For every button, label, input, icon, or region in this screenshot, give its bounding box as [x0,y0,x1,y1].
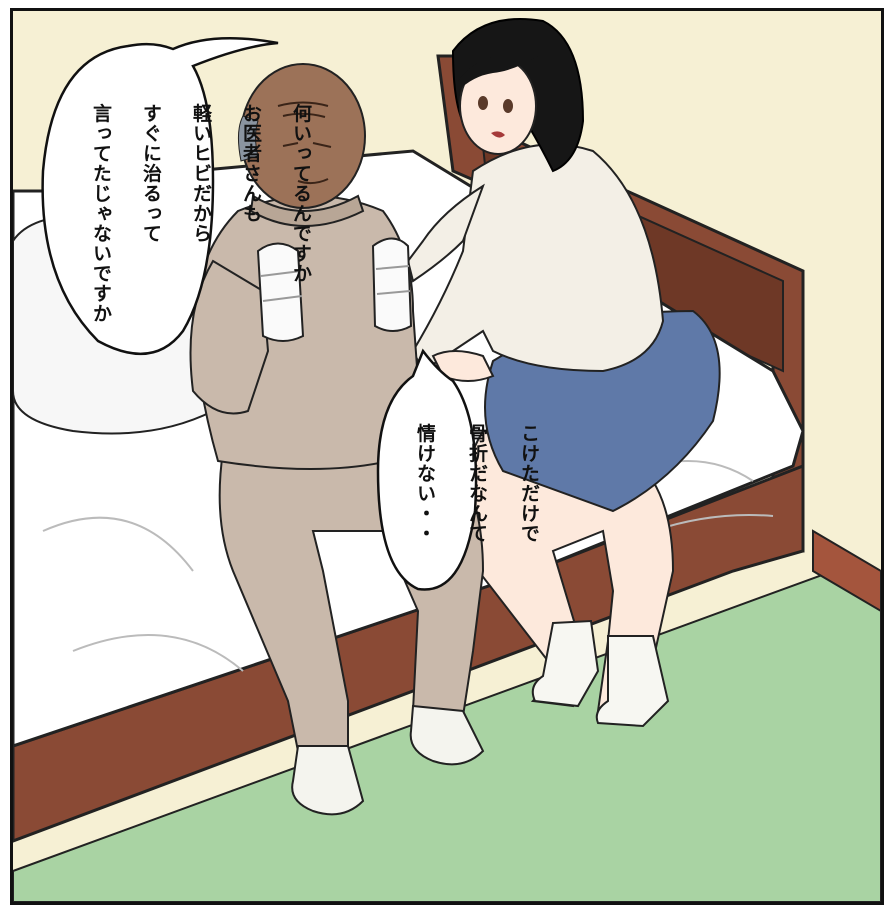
bubble-left-text: 何いってるんですか お医者さんも 軽いヒビだから すぐに治るって 言ってたじゃな… [63,73,338,333]
woman-sock-right [595,635,670,728]
woman-eye-right [503,99,513,113]
speech-bubble-left [41,36,279,356]
woman-bangs [458,53,538,91]
bubble-center-text: こけただけで 骨折だなんて 情けない・・ [386,393,568,573]
bedroom-scene [13,11,881,902]
man-sock-right [409,704,485,766]
comic-panel: 何いってるんですか お医者さんも 軽いヒビだから すぐに治るって 言ってたじゃな… [10,8,884,905]
man-side-hair [237,115,259,162]
man-bandaged-hand-left [256,242,305,342]
bubble-center-line: 情けない・・ [414,423,436,544]
bubble-left-line: 何いってるんですか [290,103,312,284]
speech-bubble-center [376,348,478,591]
bubble-left-line: 言ってたじゃないですか [90,103,112,324]
man-bandaged-hand-right [371,237,413,332]
bubble-left-line: すぐに治るって [140,103,162,244]
bubble-left-line: 軽いヒビだから [190,103,212,244]
bubble-left-line: お医者さんも [240,103,262,224]
man-sock-left [291,745,365,816]
woman-mouth [491,131,505,138]
woman-sock-left [531,619,600,708]
man-collar [249,194,365,227]
bubble-center-line: 骨折だなんて [466,423,488,544]
bubble-center-line: こけただけで [518,423,540,544]
woman-eye-left [478,96,488,110]
baseboard [812,529,881,613]
man-wrinkles [277,101,332,185]
bandage-lines [260,265,411,302]
woman-hand [431,350,495,382]
sheet-folds [42,460,774,672]
